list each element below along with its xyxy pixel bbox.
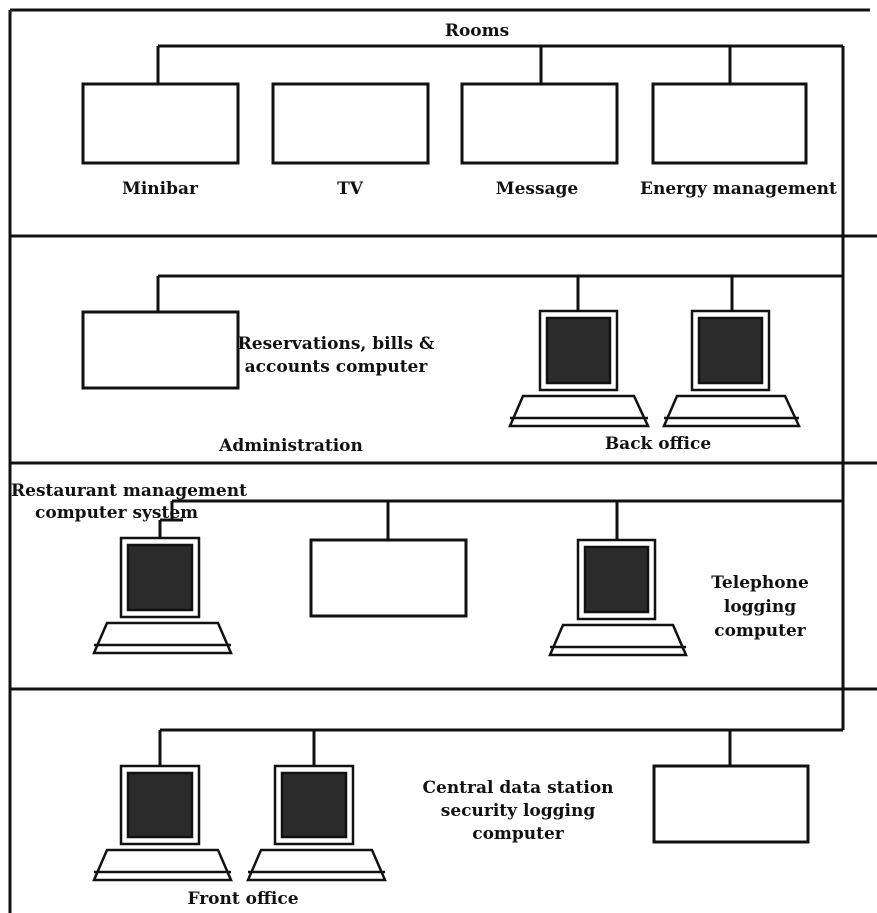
front-office-terminal-icon	[246, 764, 387, 882]
front-office-terminal-icon	[92, 764, 233, 882]
message-label: Message	[495, 179, 579, 199]
minibar-unit-box	[81, 82, 240, 165]
telephone-logging-terminal-icon	[548, 538, 688, 657]
restaurant-center-unit-box	[309, 538, 468, 618]
restaurant-terminal-icon	[92, 536, 233, 655]
message-unit-box	[460, 82, 619, 165]
central-data-station-label-line1: Central data station	[422, 778, 614, 798]
central-data-station-label-line2: security logging	[440, 801, 596, 821]
back-office-label: Back office	[604, 434, 712, 454]
reservations-label-line1: Reservations, bills &	[237, 334, 435, 354]
telephone-logging-label-line3: computer	[714, 621, 806, 641]
energy-management-label: Energy management	[640, 179, 837, 199]
rooms-title: Rooms	[444, 21, 510, 41]
tv-label: TV	[337, 179, 363, 199]
restaurant-label-line1: Restaurant management	[11, 481, 247, 501]
central-data-station-label-line3: computer	[472, 824, 564, 844]
central-data-station-box	[652, 764, 810, 844]
minibar-label: Minibar	[122, 179, 198, 199]
back-office-terminal-icon	[662, 309, 801, 428]
back-office-terminal-icon	[508, 309, 650, 428]
tv-unit-box	[271, 82, 430, 165]
restaurant-label-line2: computer system	[35, 503, 199, 523]
reservations-label-line2: accounts computer	[244, 357, 428, 377]
telephone-logging-label-line1: Telephone	[711, 573, 809, 593]
front-office-label: Front office	[187, 889, 299, 909]
telephone-logging-label-line2: logging	[723, 597, 797, 617]
reservations-computer-box	[81, 310, 240, 390]
administration-label: Administration	[219, 436, 363, 456]
energy-unit-box	[651, 82, 808, 165]
